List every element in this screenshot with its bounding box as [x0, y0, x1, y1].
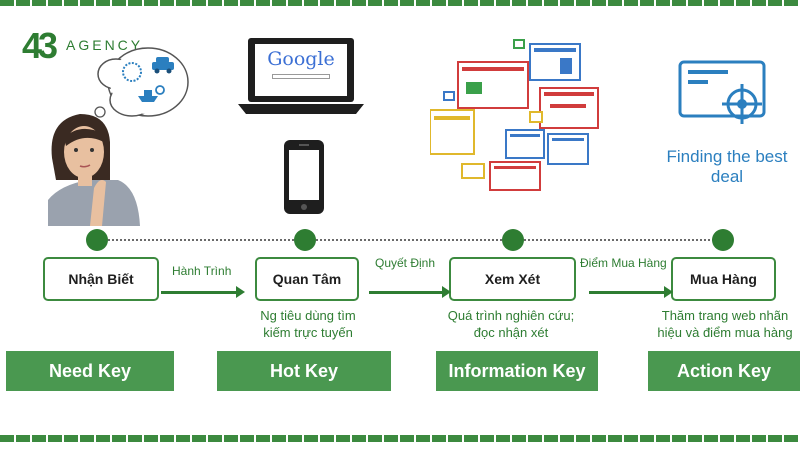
- key-label: Need Key: [48, 360, 132, 381]
- transition-label: Hành Trình: [172, 264, 232, 278]
- logo-text: AGENCY: [66, 37, 144, 53]
- stage-box-quan-tam: Quan Tâm: [255, 257, 359, 301]
- thinking-woman-icon: [40, 30, 190, 226]
- key-action: Action Key: [648, 351, 800, 391]
- search-box-shape: [272, 74, 330, 79]
- stage-label: Nhận Biết: [68, 271, 134, 287]
- timeline-node: [502, 229, 524, 251]
- finding-best-deal-caption: Finding the best deal: [666, 147, 788, 186]
- logo-mark: 43: [22, 25, 58, 66]
- timeline-node: [86, 229, 108, 251]
- web-pages-cluster-icon: [429, 32, 600, 192]
- timeline-node: [294, 229, 316, 251]
- bottom-border: [0, 435, 800, 442]
- laptop-icon: Google: [238, 36, 364, 116]
- key-label: Information Key: [448, 360, 586, 381]
- key-information: Information Key: [436, 351, 598, 391]
- arrow-right-icon: [589, 286, 673, 298]
- key-hot: Hot Key: [217, 351, 391, 391]
- top-border: [0, 0, 800, 6]
- agency-logo: 43 AGENCY: [22, 26, 142, 66]
- key-label: Hot Key: [269, 360, 338, 381]
- arrow-right-icon: [369, 286, 451, 298]
- key-label: Action Key: [676, 360, 772, 381]
- stage-box-nhan-biet: Nhận Biết: [43, 257, 159, 301]
- arrow-right-icon: [161, 286, 245, 298]
- stage-label: Mua Hàng: [690, 271, 757, 287]
- transition-label: Quyết Định: [375, 256, 436, 270]
- timeline-line: [96, 239, 722, 241]
- smartphone-icon: [284, 140, 324, 214]
- timeline-node: [712, 229, 734, 251]
- browser-target-icon: [678, 60, 776, 138]
- google-screen-text: Google: [267, 48, 335, 70]
- key-need: Need Key: [6, 351, 174, 391]
- stage-box-mua-hang: Mua Hàng: [671, 257, 776, 301]
- stage-description: Thăm trang web nhãn hiệu và điểm mua hàn…: [657, 308, 793, 340]
- transition-label: Điểm Mua Hàng: [580, 256, 667, 270]
- stage-label: Xem Xét: [484, 271, 541, 287]
- stage-description: Ng tiêu dùng tìm kiếm trực tuyến: [260, 308, 356, 340]
- stage-box-xem-xet: Xem Xét: [449, 257, 576, 301]
- stage-label: Quan Tâm: [272, 271, 342, 287]
- stage-description: Quá trình nghiên cứu; đọc nhận xét: [447, 308, 575, 340]
